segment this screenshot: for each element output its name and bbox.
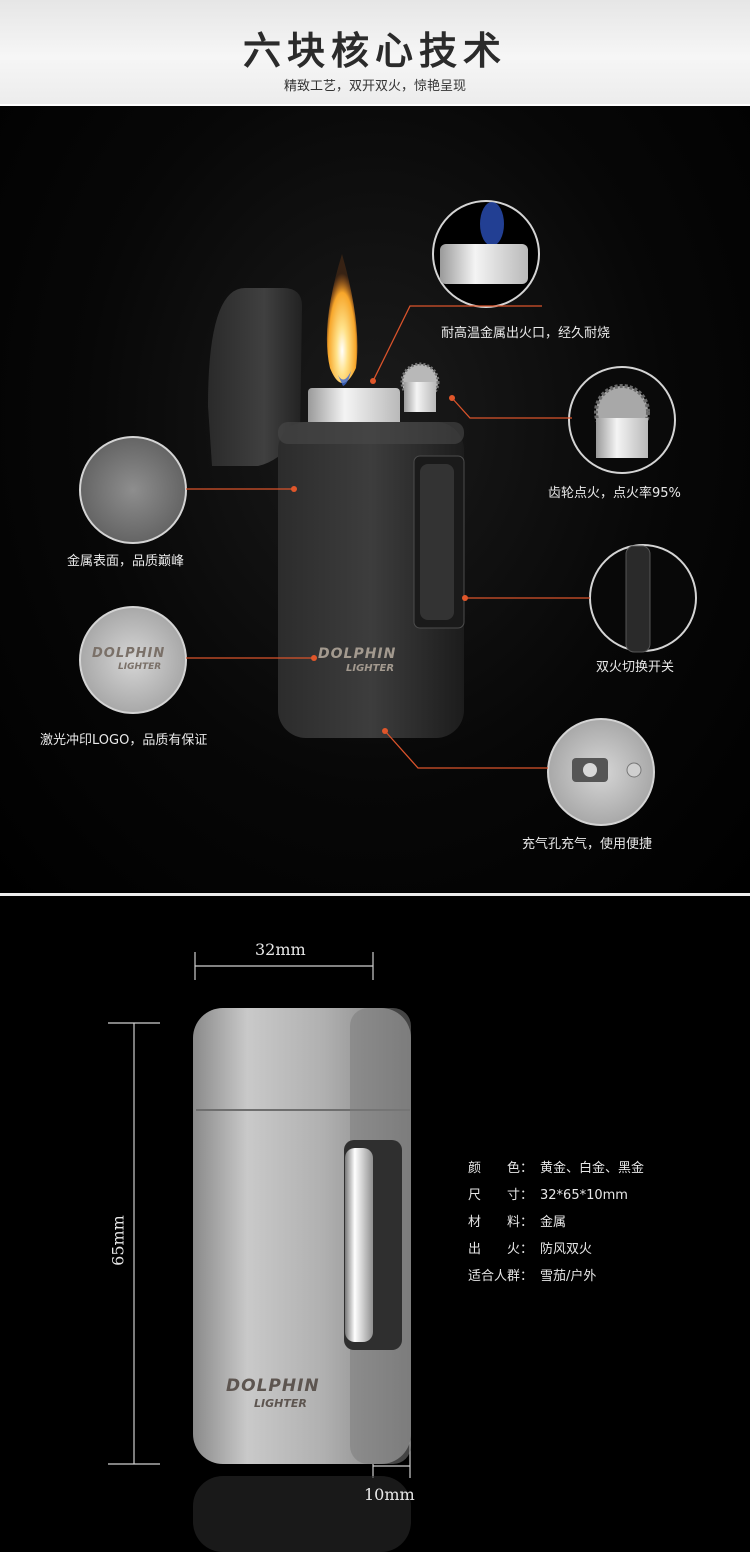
lighter-silver-illustration: [108, 952, 411, 1552]
lighter-illustration: [79, 200, 697, 826]
leader-dot-surface: [291, 486, 297, 492]
spec-section: 32mm 65mm 10mm DOLPHIN LIGHTER 颜 色： 黄金、白金…: [0, 896, 750, 1552]
leader-dot-gear: [449, 395, 455, 401]
page-subtitle: 精致工艺，双开双火，惊艳呈现: [283, 79, 466, 94]
feature-label-nozzle: 耐高温金属出火口，经久耐烧: [441, 326, 611, 341]
gear-holder: [404, 382, 436, 412]
leader-refill: [384, 730, 548, 769]
flame: [326, 254, 358, 383]
feature-label-switch: 双火切换开关: [596, 660, 675, 675]
nozzle-chrome: [308, 388, 400, 428]
body-logo-brand: DOLPHIN: [318, 646, 397, 662]
spec-value: 防风双火: [540, 1242, 593, 1257]
spec-row-audience: 适合人群： 雪茄/户外: [468, 1265, 596, 1284]
side-switch: [420, 464, 454, 620]
spec-value: 金属: [540, 1215, 567, 1230]
header-divider: [0, 104, 750, 106]
logo-detail-circle: [79, 606, 187, 714]
silver-switch: [345, 1148, 373, 1342]
leader-gear: [451, 397, 572, 419]
page-header: [0, 0, 750, 104]
spec-value: 雪茄/户外: [540, 1269, 597, 1284]
flame-blue-base: [336, 371, 351, 386]
spec-value: 黄金、白金、黑金: [540, 1161, 645, 1176]
nozzle-detail-circle: [432, 200, 540, 308]
spec-key: 尺 寸：: [468, 1188, 534, 1203]
body-logo-sub: LIGHTER: [346, 663, 395, 674]
feature-label-gear: 齿轮点火，点火率95%: [548, 486, 681, 501]
spec-key: 材 料：: [468, 1215, 534, 1230]
leader-dot-nozzle: [370, 378, 376, 384]
leader-dot-switch: [462, 595, 468, 601]
feature-label-surface: 金属表面，品质巅峰: [67, 554, 185, 569]
switch-detail-circle: [589, 544, 697, 653]
spec-row-material: 材 料： 金属: [468, 1211, 566, 1230]
leader-dot-logo: [311, 655, 317, 661]
silver-logo-brand: DOLPHIN: [226, 1376, 320, 1396]
spec-key: 出 火：: [468, 1242, 534, 1257]
circle-logo-sub: LIGHTER: [118, 662, 162, 672]
page-title: 六块核心技术: [242, 29, 507, 73]
feature-label-logo: 激光冲印LOGO，品质有保证: [40, 733, 208, 748]
spec-key: 颜 色：: [468, 1161, 534, 1176]
width-dimension-line: [194, 952, 374, 980]
feature-label-refill: 充气孔充气，使用便捷: [522, 837, 653, 852]
width-dimension-label: 32mm: [255, 940, 306, 959]
spec-value: 32*65*10mm: [540, 1188, 628, 1203]
spec-key: 适合人群：: [468, 1269, 534, 1284]
circle-logo-brand: DOLPHIN: [92, 646, 166, 661]
leader-nozzle: [372, 305, 542, 382]
feature-section: DOLPHIN LIGHTER DOLPHIN LIGHTER 耐高温金属出火口…: [0, 106, 750, 892]
spec-row-color: 颜 色： 黄金、白金、黑金: [468, 1157, 644, 1176]
surface-detail-circle: [79, 436, 187, 544]
gear-detail-circle: [568, 366, 676, 474]
refill-detail-circle: [547, 718, 655, 826]
spec-row-flame: 出 火： 防风双火: [468, 1238, 592, 1257]
silver-logo-sub: LIGHTER: [254, 1397, 307, 1410]
spec-row-size: 尺 寸： 32*65*10mm: [468, 1184, 628, 1203]
body-top-edge: [278, 422, 464, 444]
height-dimension-line: [108, 1022, 160, 1465]
section-divider: [0, 893, 750, 896]
leader-dot-refill: [382, 728, 388, 734]
lighter-lid: [208, 288, 302, 466]
lighter-reflection: [193, 1476, 411, 1552]
height-dimension-label: 65mm: [108, 1215, 128, 1266]
depth-dimension-label: 10mm: [364, 1485, 415, 1504]
